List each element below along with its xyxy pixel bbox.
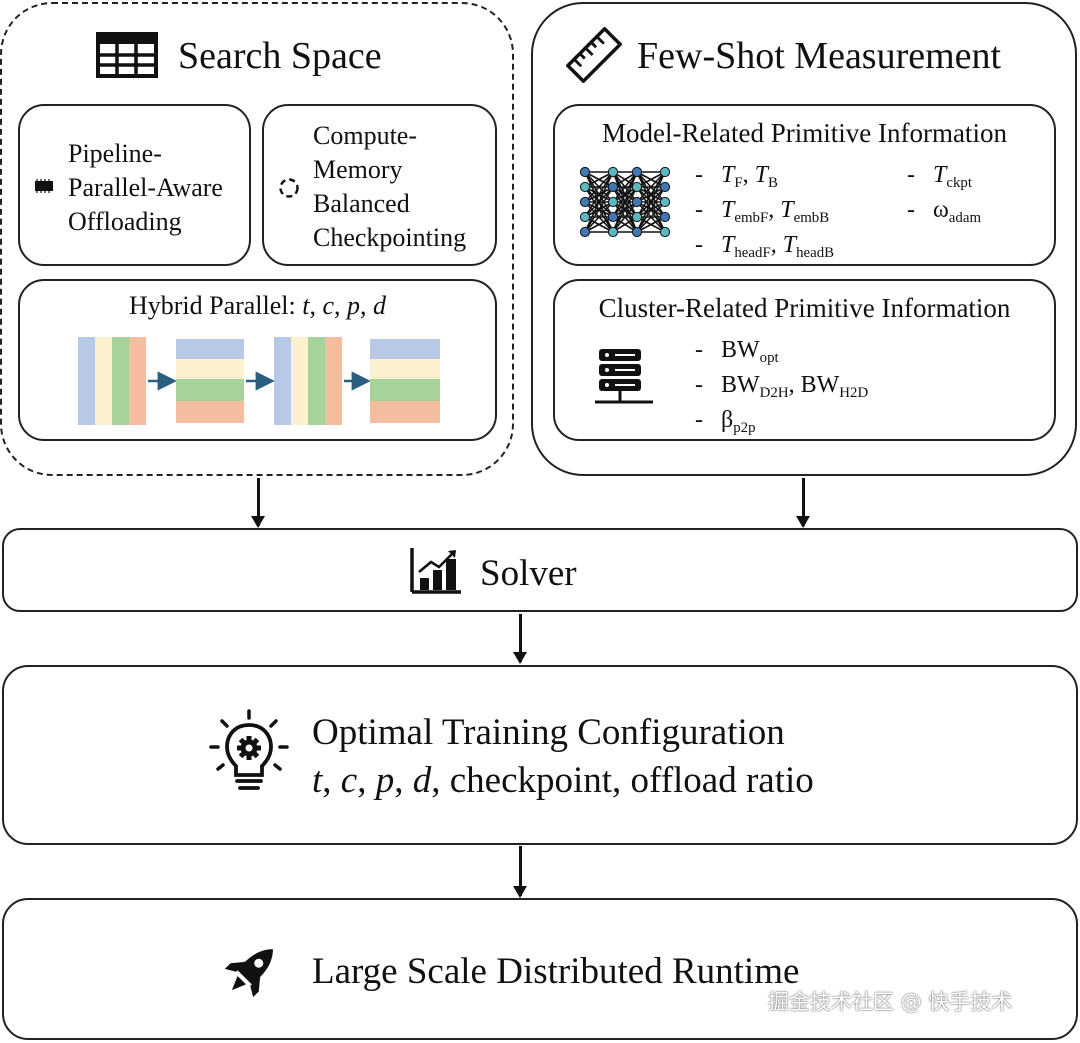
nn-node — [579, 211, 591, 223]
neural-network-icon — [579, 166, 671, 238]
nn-node — [607, 181, 619, 193]
model-item-tckpt: - Tckpt — [907, 162, 972, 192]
nn-node — [579, 166, 591, 178]
nn-node — [631, 196, 643, 208]
runtime-label: Large Scale Distributed Runtime — [312, 951, 800, 992]
cluster-item-beta-p2p: - βp2p — [695, 407, 756, 437]
arrow-fewshot-to-solver — [796, 478, 810, 528]
model-item-temb: - TembF, TembB — [695, 197, 830, 227]
nn-node — [631, 226, 643, 238]
server-icon — [595, 349, 653, 404]
nn-node — [631, 211, 643, 223]
nn-edge — [612, 171, 638, 233]
nn-node — [607, 211, 619, 223]
table-icon — [96, 32, 158, 78]
nn-edge — [636, 171, 666, 233]
nn-edge — [636, 171, 666, 203]
search-space-header: Search Space — [96, 30, 496, 82]
nn-node — [631, 181, 643, 193]
cluster-related-title: Cluster-Related Primitive Information — [598, 293, 1011, 323]
nn-node — [659, 181, 671, 193]
lightbulb-gear-icon — [209, 709, 289, 790]
few-shot-header: Few-Shot Measurement — [566, 27, 1036, 83]
few-shot-panel — [531, 2, 1077, 476]
nn-edge — [584, 186, 614, 233]
nn-edge — [612, 201, 638, 233]
hybrid-parallel-box: Hybrid Parallel: t, c, p, d — [18, 279, 497, 441]
nn-node — [607, 166, 619, 178]
checkpointing-label: Compute- Memory Balanced Checkpointing — [313, 121, 467, 252]
nn-edge — [584, 171, 614, 203]
cycle-icon — [279, 178, 299, 198]
nn-edge — [636, 186, 666, 233]
nn-node — [607, 196, 619, 208]
model-related-title: Model-Related Primitive Information — [602, 118, 1007, 148]
optimal-config-line2: t, c, p, d, checkpoint, offload ratio — [312, 760, 814, 801]
rocket-icon — [224, 949, 273, 998]
nn-edge — [612, 171, 638, 203]
nn-node — [659, 226, 671, 238]
cluster-item-bw-opt: - BWopt — [695, 337, 779, 367]
checkpointing-box: Compute- Memory Balanced Checkpointing — [262, 104, 497, 266]
model-related-box: Model-Related Primitive Information - TF… — [553, 104, 1056, 266]
nn-edge — [636, 171, 666, 218]
nn-node — [579, 226, 591, 238]
offloading-label: Pipeline- Parallel-Aware Offloading — [68, 139, 223, 236]
few-shot-title: Few-Shot Measurement — [637, 35, 1002, 77]
nn-node — [579, 196, 591, 208]
watermark-text: 掘金技术社区 @ 快手技术 — [768, 990, 1013, 1014]
nn-edge — [584, 201, 614, 233]
nn-node — [659, 196, 671, 208]
nn-node — [607, 226, 619, 238]
runtime-box: Large Scale Distributed Runtime — [2, 898, 1078, 1040]
search-space-title: Search Space — [178, 35, 382, 77]
row-split-block-2 — [370, 339, 440, 423]
cluster-item-bw-d2h-h2d: - BWD2H, BWH2D — [695, 372, 869, 402]
offloading-box: Pipeline- Parallel-Aware Offloading — [18, 104, 251, 266]
arrow-optimal-to-runtime — [513, 846, 527, 898]
optimal-config-box: Optimal Training Configuration t, c, p, … — [2, 665, 1078, 845]
row-split-block-1 — [176, 339, 244, 423]
model-items-left: - TF, TB - TembF, TembB - TheadF, TheadB — [695, 158, 834, 263]
model-item-thead: - TheadF, TheadB — [695, 232, 835, 262]
nn-edge — [584, 171, 614, 188]
nn-edge — [584, 171, 614, 218]
nn-edge — [584, 171, 614, 233]
nn-node — [659, 211, 671, 223]
search-space-panel — [0, 2, 514, 476]
model-items-right: - Tckpt - ωadam — [907, 158, 981, 228]
cluster-items: - BWopt - BWD2H, BWH2D - βp2p — [695, 333, 868, 438]
hybrid-parallel-illustration — [78, 337, 440, 425]
nn-edge — [636, 216, 666, 233]
nn-edge — [612, 186, 638, 233]
model-item-omega: - ωadam — [907, 197, 982, 227]
optimal-config-line1: Optimal Training Configuration — [312, 712, 785, 753]
nn-edge — [612, 171, 638, 218]
ruler-icon — [566, 27, 622, 83]
nn-node — [631, 166, 643, 178]
arrow-solver-to-optimal — [513, 614, 527, 664]
arrow-search-to-solver — [251, 478, 265, 528]
solver-label: Solver — [480, 553, 577, 594]
solver-box: Solver — [2, 528, 1078, 612]
model-item-tf-tb: - TF, TB — [695, 162, 778, 192]
column-split-block-2 — [274, 337, 342, 425]
cluster-related-box: Cluster-Related Primitive Information - … — [553, 279, 1056, 441]
column-split-block-1 — [78, 337, 146, 425]
hybrid-parallel-label: Hybrid Parallel: t, c, p, d — [128, 291, 387, 320]
nn-node — [579, 181, 591, 193]
bar-chart-icon — [410, 548, 461, 594]
memory-chip-icon — [35, 179, 53, 193]
nn-edge — [636, 201, 666, 233]
nn-edge — [636, 171, 666, 188]
nn-node — [659, 166, 671, 178]
nn-edge — [584, 216, 614, 233]
